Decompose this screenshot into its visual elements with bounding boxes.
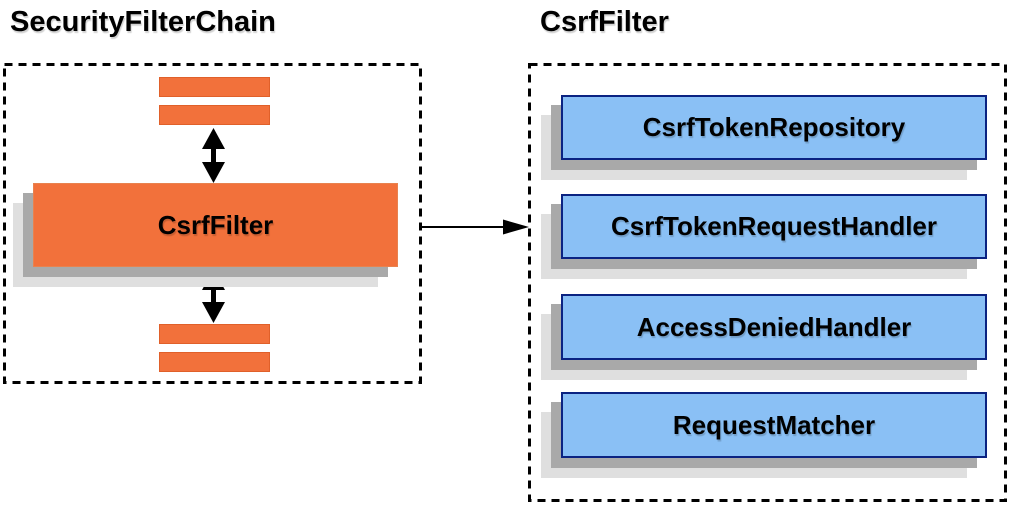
double-arrow-bottom-icon [202, 269, 225, 323]
connector-arrow-icon [422, 219, 529, 235]
security-filter-chain-title: SecurityFilterChain [10, 6, 276, 38]
filter-chain-bar-3 [159, 324, 270, 344]
component-box-csrf-token-request-handler: CsrfTokenRequestHandler [561, 194, 987, 259]
security-filter-chain-panel-border [3, 63, 422, 384]
csrf-filter-title: CsrfFilter [540, 6, 669, 38]
component-box-access-denied-handler: AccessDeniedHandler [561, 294, 987, 360]
csrf-filter-box: CsrfFilter [33, 183, 398, 267]
double-arrow-top-icon [202, 128, 225, 183]
component-box-csrf-token-repository: CsrfTokenRepository [561, 95, 987, 160]
component-box-request-matcher: RequestMatcher [561, 392, 987, 458]
csrf-filter-panel-border [528, 63, 1007, 502]
filter-chain-bar-1 [159, 77, 270, 97]
filter-chain-bar-2 [159, 105, 270, 125]
filter-chain-bar-4 [159, 352, 270, 372]
